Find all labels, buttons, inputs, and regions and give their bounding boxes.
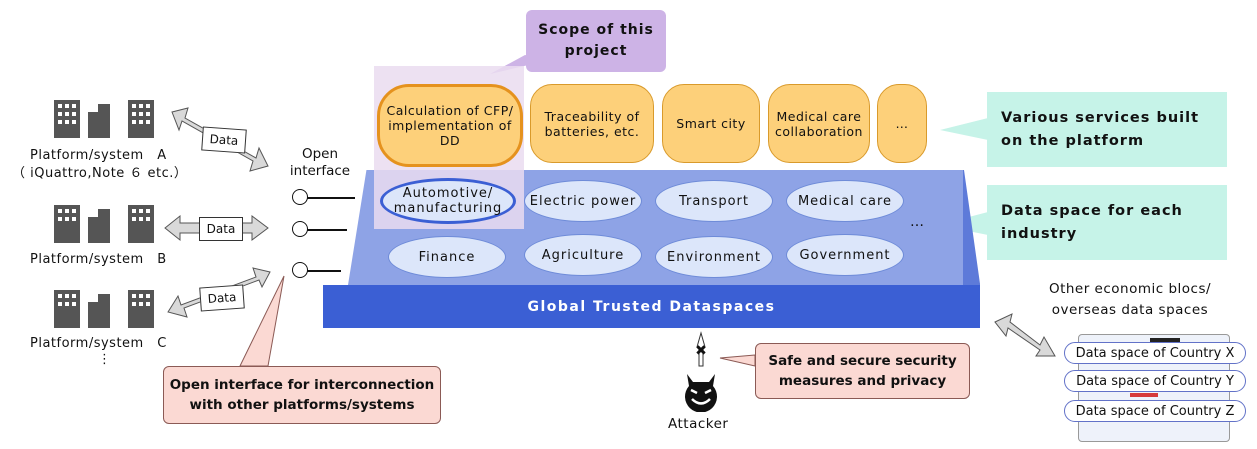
arrow-countries [994, 313, 1056, 357]
blocked-icon: ✖ [695, 343, 707, 359]
industry-government: Government [786, 234, 904, 276]
industry-finance: Finance [388, 236, 506, 278]
attacker-label: Attacker [668, 416, 729, 432]
interface-port[interactable] [292, 189, 308, 205]
platform-b-label: Platform/system B [30, 252, 167, 267]
data-label-b: Data [199, 217, 243, 241]
scope-callout: Scope of this project [526, 10, 666, 72]
security-arrow [696, 331, 706, 367]
services-callout: Various services built on the platform [987, 92, 1227, 167]
industries-ellipsis: … [910, 214, 924, 230]
country-z-dataspace: Data space of Country Z [1064, 400, 1246, 422]
platform-more-ellipsis: ⋮ [98, 352, 112, 367]
industry-automotive: Automotive/ manufacturing [380, 178, 516, 224]
port-connector [307, 229, 347, 231]
industries-callout: Data space for each industry [987, 185, 1227, 260]
platform-name: Global Trusted Dataspaces [323, 285, 980, 328]
flag-stripe [1130, 393, 1158, 397]
industry-agriculture: Agriculture [524, 234, 642, 276]
open-interface-label: Open interface [289, 146, 351, 179]
port-connector [307, 270, 341, 272]
country-x-dataspace: Data space of Country X [1064, 342, 1246, 364]
building-icon-b [54, 205, 154, 247]
service-more: … [877, 84, 927, 163]
open-interface-callout: Open interface for interconnection with … [163, 366, 441, 424]
service-medical-collaboration: Medical care collaboration [768, 84, 870, 163]
service-battery-traceability: Traceability of batteries, etc. [530, 84, 654, 163]
interface-port[interactable] [292, 262, 308, 278]
data-label-a: Data [201, 126, 247, 154]
country-y-dataspace: Data space of Country Y [1064, 370, 1246, 392]
service-cfp-dd: Calculation of CFP/ implementation of DD [377, 84, 523, 167]
industry-transport: Transport [655, 180, 773, 222]
interface-port[interactable] [292, 221, 308, 237]
other-blocs-label: Other economic blocs/ overseas data spac… [1048, 281, 1212, 318]
flag-stripe [1150, 338, 1180, 342]
platform-a-sublabel: （ iQuattro,Note ６ etc.） [12, 166, 188, 181]
building-icon-c [54, 290, 154, 332]
industry-medical-care: Medical care [786, 180, 904, 222]
data-label-c: Data [199, 284, 245, 312]
port-connector [307, 197, 355, 199]
industry-environment: Environment [655, 236, 773, 278]
building-icon-a [54, 100, 154, 142]
platform-a-label: Platform/system A [30, 148, 167, 163]
industry-electric-power: Electric power [524, 180, 642, 222]
attacker-icon [682, 370, 720, 416]
platform-c-label: Platform/system C [30, 336, 167, 351]
service-smart-city: Smart city [662, 84, 760, 163]
security-callout: Safe and secure security measures and pr… [755, 343, 970, 399]
